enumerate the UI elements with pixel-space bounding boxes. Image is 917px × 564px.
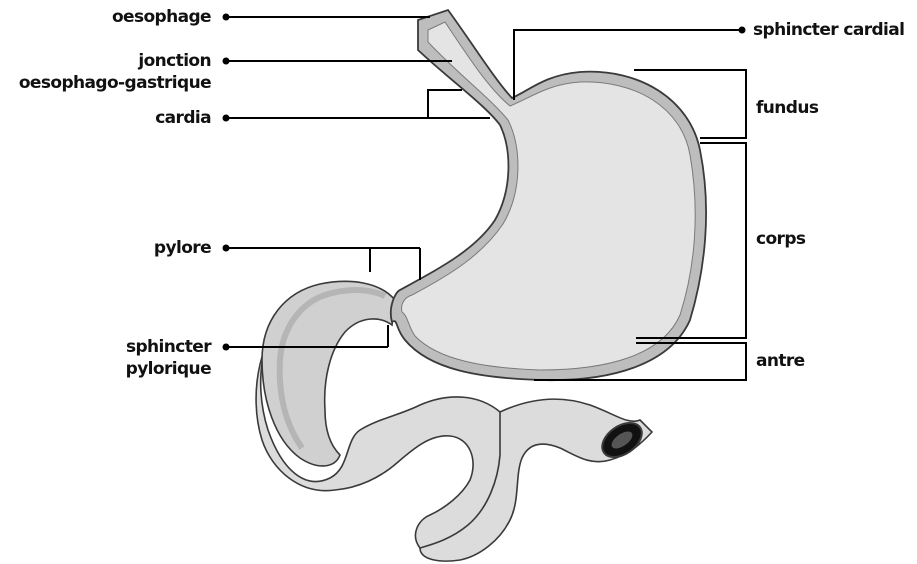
label-sphincter-cardial: sphincter cardial (753, 19, 904, 41)
label-corps: corps (756, 228, 805, 250)
label-cardia: cardia (155, 107, 211, 129)
label-jonction-oesophago-gastrique: jonction oesophago-gastrique (19, 50, 211, 94)
label-fundus: fundus (756, 97, 818, 119)
label-sphincter-pylorique: sphincter pylorique (126, 336, 211, 380)
label-antre: antre (756, 350, 805, 372)
stomach (391, 10, 706, 380)
label-oesophage: oesophage (112, 6, 211, 28)
label-pylore: pylore (154, 237, 211, 259)
